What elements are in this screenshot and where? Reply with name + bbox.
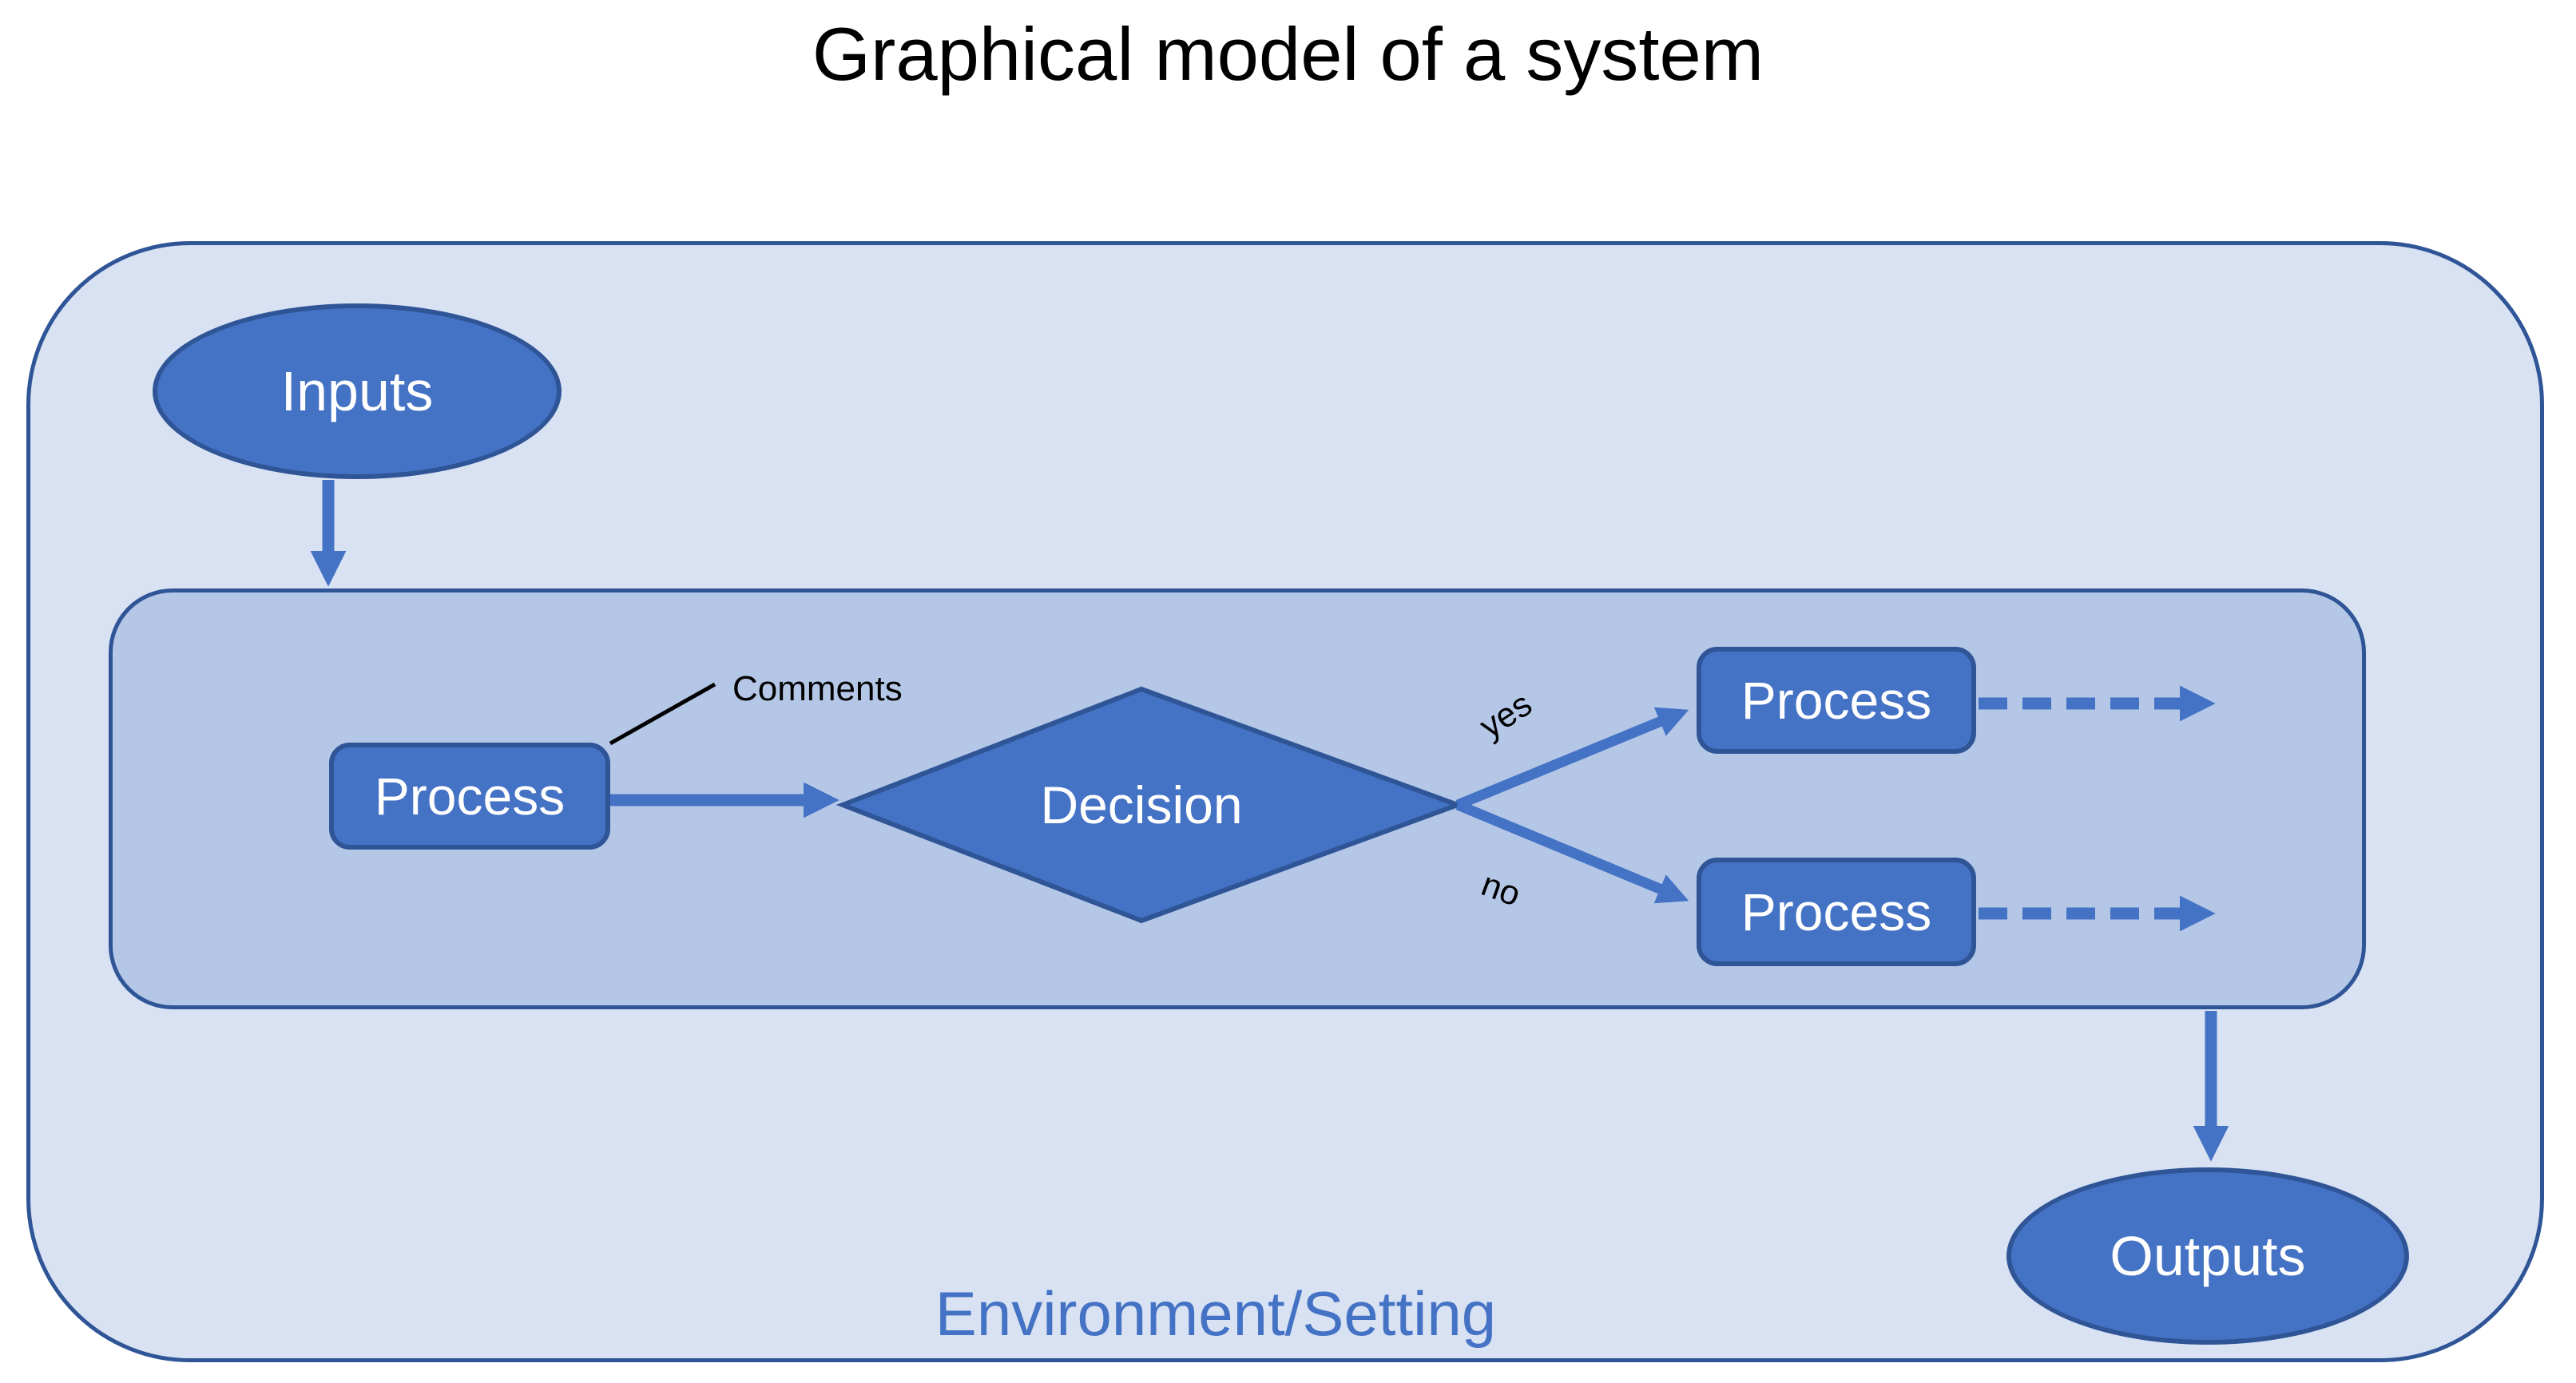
node-inputs-label: Inputs xyxy=(280,360,434,422)
node-decision-label: Decision xyxy=(1040,775,1243,834)
node-process-start-label: Process xyxy=(374,767,566,826)
node-process-no: Process xyxy=(1697,858,1976,966)
environment-label: Environment/Setting xyxy=(935,1278,1497,1349)
node-process-start: Process xyxy=(329,743,610,850)
node-process-no-label: Process xyxy=(1740,882,1932,941)
diagram-title: Graphical model of a system xyxy=(812,12,1764,96)
node-inputs: Inputs xyxy=(153,303,562,479)
node-process-yes: Process xyxy=(1697,647,1976,754)
node-process-yes-label: Process xyxy=(1740,671,1932,730)
node-outputs-label: Outputs xyxy=(2110,1225,2306,1287)
comments-annotation: Comments xyxy=(732,669,903,708)
node-outputs: Outputs xyxy=(2006,1167,2409,1345)
